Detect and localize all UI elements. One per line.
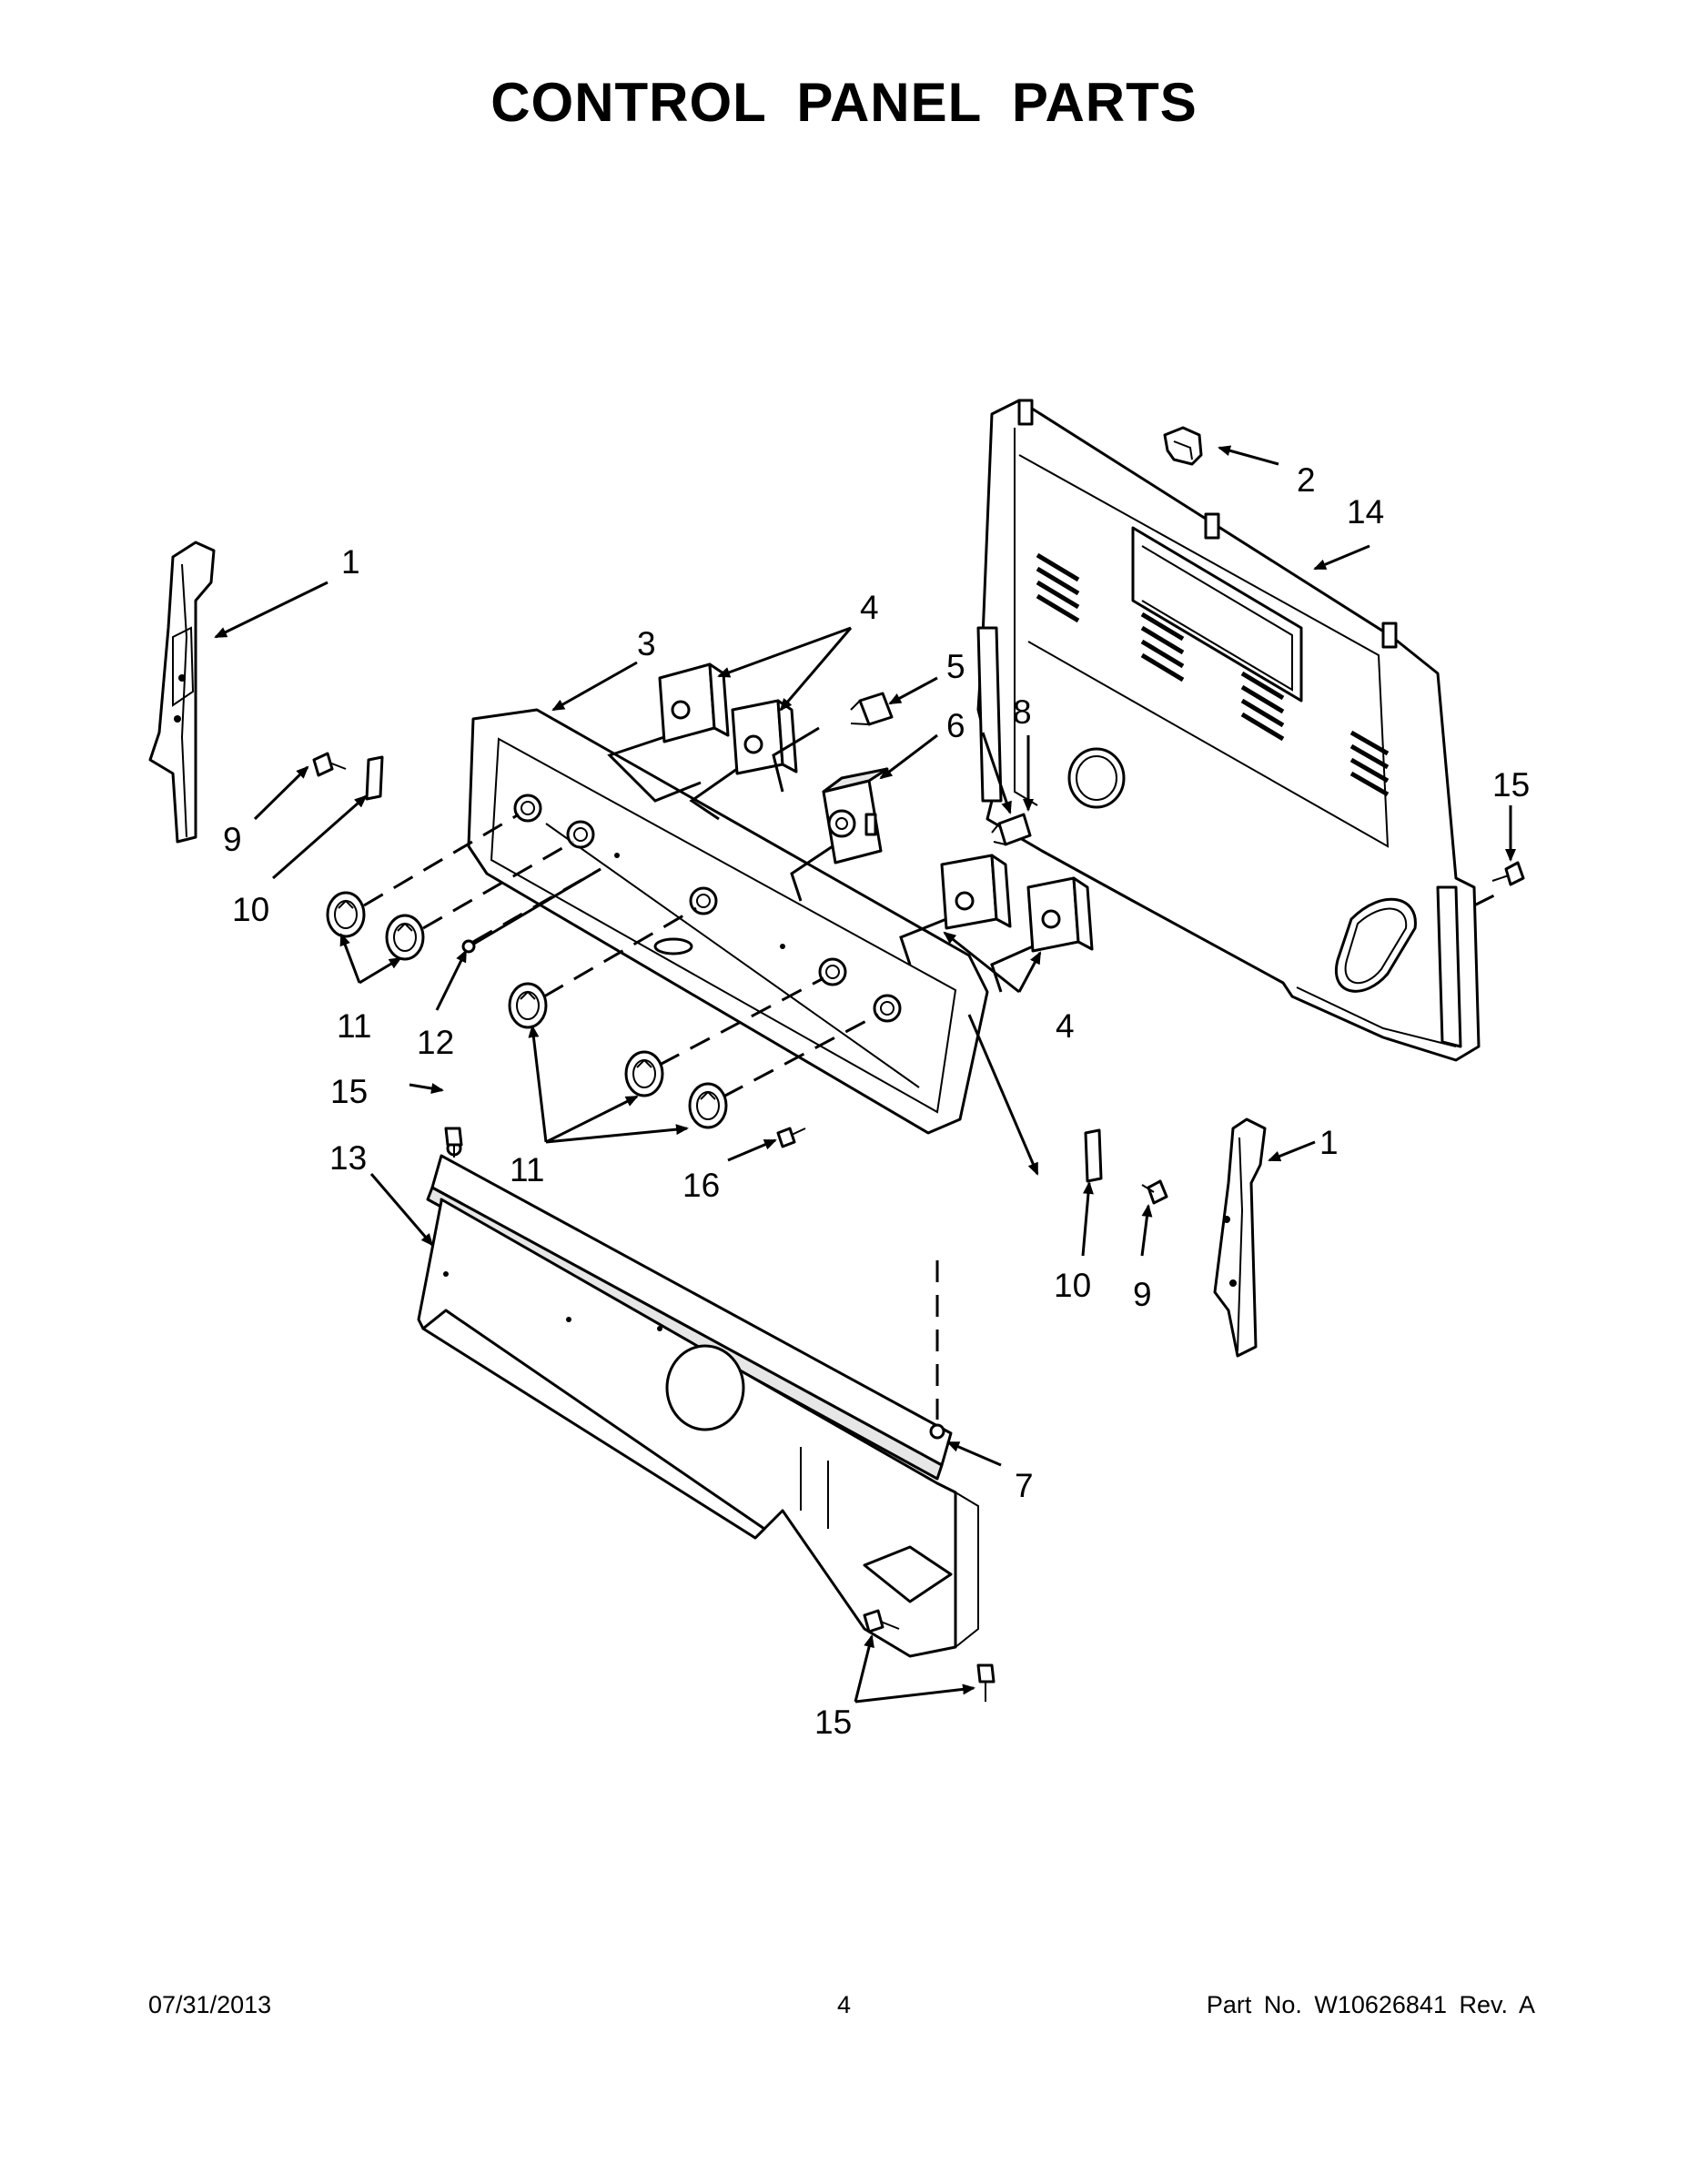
callout-10-left: 10 [232, 891, 269, 928]
callout-10-right: 10 [1054, 1267, 1091, 1304]
screw-15-right [1491, 861, 1525, 886]
callout-2: 2 [1297, 461, 1316, 499]
callout-15-left: 15 [330, 1073, 368, 1110]
callout-8: 8 [1013, 693, 1032, 731]
callout-16: 16 [682, 1167, 720, 1204]
callout-labels: 1 2 3 4 5 6 8 14 15 9 10 11 12 4 15 13 1… [223, 461, 1530, 1741]
callout-1-left: 1 [341, 543, 360, 581]
part-2-clip [1163, 426, 1203, 466]
knob [385, 914, 425, 961]
knob [508, 982, 548, 1029]
lower-manifold-panel [417, 1140, 979, 1658]
callout-15-bottom: 15 [814, 1704, 852, 1741]
knob [688, 1082, 728, 1129]
part-5-switch [850, 692, 894, 726]
screw-12 [461, 867, 601, 954]
callout-9-right: 9 [1133, 1276, 1152, 1313]
leader-arrows [214, 445, 1516, 1704]
callout-1-right: 1 [1319, 1124, 1339, 1161]
callout-11-left: 11 [337, 1007, 371, 1045]
left-end-cap [148, 541, 216, 844]
footer-page-number: 4 [836, 1991, 852, 2018]
callout-15-right: 15 [1492, 766, 1530, 804]
callout-9-left: 9 [223, 821, 242, 858]
callout-5: 5 [946, 648, 965, 685]
callout-14: 14 [1347, 493, 1384, 531]
screw-15-left [444, 1127, 463, 1158]
screw-15-bottom-a [863, 1609, 900, 1633]
screw-9-left [312, 752, 347, 777]
control-console [467, 708, 989, 1135]
callout-6: 6 [946, 707, 965, 744]
footer-part-number: Part No. W10626841 Rev. A [1206, 1991, 1535, 2018]
callout-7: 7 [1015, 1467, 1034, 1504]
wiring [607, 726, 1034, 993]
right-end-cap [1213, 1117, 1267, 1358]
infinite-switches [658, 662, 1094, 953]
callout-3: 3 [637, 625, 656, 662]
screw-9-right [1141, 1179, 1168, 1205]
knob [624, 1050, 664, 1097]
knob [326, 891, 366, 938]
control-knobs [326, 891, 728, 1129]
callout-11-mid: 11 [510, 1151, 544, 1188]
rear-panel-frame [976, 399, 1481, 1062]
screw-15-bottom-b [976, 1663, 996, 1702]
screws [312, 752, 1525, 1702]
page-title: CONTROL PANEL PARTS [490, 72, 1198, 133]
part-6-timer [822, 767, 889, 864]
part-8-switch [991, 813, 1032, 846]
callout-12: 12 [417, 1024, 454, 1061]
footer-date: 07/31/2013 [148, 1991, 272, 2018]
callout-4-bottom: 4 [1056, 1007, 1075, 1045]
screw-16 [776, 1127, 806, 1148]
callout-4-top: 4 [860, 589, 879, 626]
callout-13: 13 [329, 1139, 367, 1177]
part-10-clip-left [365, 755, 384, 801]
part-10-clip-right [1084, 1128, 1103, 1183]
